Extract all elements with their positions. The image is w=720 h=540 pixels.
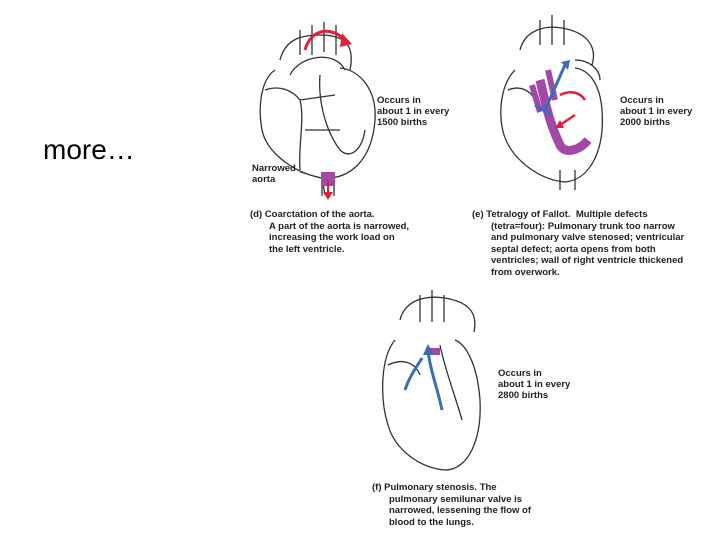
slide-heading: more… <box>43 134 135 165</box>
occurrence-note-d: Occurs in about 1 in every 1500 births <box>377 95 450 128</box>
narrowed-aorta-label: Narrowed aorta <box>252 163 296 185</box>
thickened-wall-e <box>535 78 592 155</box>
arrow-red-d-head <box>340 33 352 47</box>
caption-d: (d) Coarctation of the aorta. A part of … <box>250 209 410 255</box>
arrow-blue-f <box>426 349 444 411</box>
narrowed-aorta-mark <box>321 172 335 186</box>
heart-f <box>382 290 481 471</box>
arrow-blue-e <box>543 64 567 111</box>
occurrence-note-f: Occurs in about 1 in every 2800 births <box>498 368 571 401</box>
caption-f: (f) Pulmonary stenosis. The pulmonary se… <box>372 482 531 528</box>
stenosed-valve-mark <box>426 348 440 355</box>
heart-e <box>500 15 604 190</box>
occurrence-note-e: Occurs in about 1 in every 2000 births <box>620 95 693 128</box>
caption-e: (e) Tetralogy of Fallot. Multiple defect… <box>472 209 685 278</box>
arrow-red-d <box>303 29 347 51</box>
